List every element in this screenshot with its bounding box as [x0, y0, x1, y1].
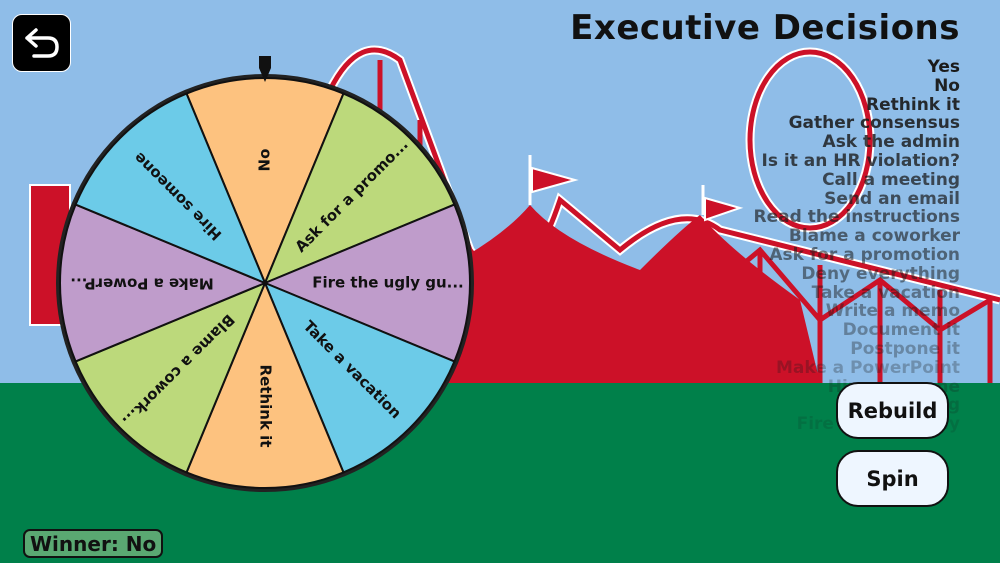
- page-title: Executive Decisions: [570, 8, 960, 48]
- spin-button[interactable]: Spin: [836, 450, 949, 507]
- back-button[interactable]: [12, 14, 71, 72]
- wheel-segment-label: No: [256, 149, 274, 172]
- option-item: No: [934, 75, 960, 96]
- option-item: Make a PowerPoint: [775, 357, 960, 378]
- option-item: Document it: [842, 320, 960, 341]
- option-item: Deny everything: [801, 263, 960, 284]
- wheel-segment: [263, 92, 456, 285]
- option-item: Is it an HR violation?: [761, 150, 960, 171]
- wheel-segment: [262, 203, 471, 363]
- winner-status: Winner: No: [23, 529, 164, 558]
- option-item: Postpone it: [850, 338, 960, 359]
- wheel-segment: [185, 280, 345, 489]
- option-item: Call a meeting: [822, 169, 960, 190]
- option-item: Ask for a promotion: [769, 244, 960, 265]
- option-item: Take a vacation: [811, 282, 960, 303]
- wheel-pointer-icon: [259, 56, 271, 82]
- option-item: Gather consensus: [788, 113, 960, 134]
- wheel-segment: [59, 203, 268, 363]
- undo-arrow-icon: [24, 28, 59, 58]
- option-item: Write a memo: [825, 301, 960, 322]
- option-item: Send an email: [824, 188, 960, 209]
- wheel-segment-label: Fire the ugly gu...: [312, 274, 464, 292]
- option-item: Rethink it: [866, 94, 960, 115]
- option-item: Blame a coworker: [788, 226, 960, 247]
- option-item: Read the instructions: [753, 207, 960, 228]
- option-item: Yes: [927, 57, 960, 77]
- wheel-segment: [263, 281, 456, 474]
- wheel-segment-label: Rethink it: [257, 365, 275, 448]
- option-item: Ask the admin: [822, 132, 960, 153]
- wheel-segment: [74, 281, 267, 474]
- rebuild-button[interactable]: Rebuild: [836, 382, 949, 439]
- wheel-segment: [74, 92, 267, 285]
- wheel-segment-label: Make a PowerP...: [70, 275, 213, 293]
